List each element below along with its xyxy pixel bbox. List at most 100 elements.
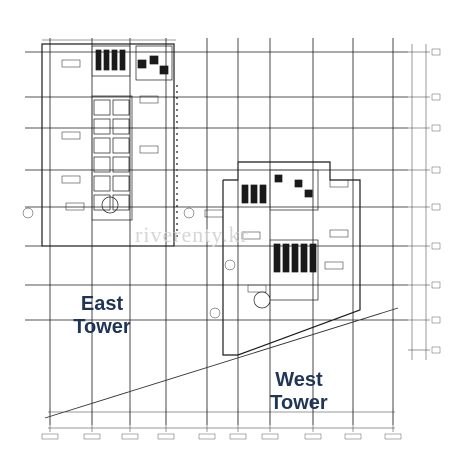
equipment-block (149, 55, 159, 65)
column-dot (176, 145, 178, 147)
east-core-room (93, 175, 111, 192)
room-tag (139, 145, 159, 154)
equipment-block (95, 49, 102, 71)
equipment-block (250, 184, 258, 204)
dimension-tag (431, 346, 441, 354)
dimension-tag (431, 242, 441, 250)
room-tag (247, 284, 267, 293)
column-dot (176, 199, 178, 201)
room-tag (61, 175, 81, 184)
equipment-block (259, 184, 267, 204)
grid-bubble (224, 259, 236, 271)
equipment-block (273, 243, 281, 273)
column-dot (176, 211, 178, 213)
dimension-tag (384, 433, 402, 440)
dimension-tag (198, 433, 216, 440)
grid-bubbles (22, 207, 236, 319)
column-dot (176, 169, 178, 171)
column-grid (25, 38, 408, 425)
west-stair-circle (253, 291, 271, 309)
equipment-block (282, 243, 290, 273)
dimension-tag (83, 433, 101, 440)
equipment-block (241, 184, 249, 204)
room-tag (204, 209, 224, 218)
column-dot (176, 133, 178, 135)
dimension-tag (157, 433, 175, 440)
equipment-block (137, 59, 147, 69)
equipment-block (304, 189, 313, 198)
west-lower-core (269, 239, 319, 301)
west-tower-label-line-2: Tower (270, 392, 328, 414)
east-top-room (91, 45, 131, 77)
column-dot (176, 181, 178, 183)
column-dot (176, 223, 178, 225)
room-tag (241, 231, 261, 240)
column-dot (176, 193, 178, 195)
column-dot (176, 115, 178, 117)
east-mech-room (135, 45, 173, 81)
equipment-block (274, 174, 283, 183)
east-stair-circle (101, 196, 119, 214)
column-dot (176, 91, 178, 93)
dimension-tag (431, 48, 441, 56)
grid-bubble (22, 207, 34, 219)
east-core-room (93, 194, 111, 211)
column-dot (176, 127, 178, 129)
column-dot (176, 151, 178, 153)
dimension-tag (431, 93, 441, 101)
equipment-block (119, 49, 126, 71)
room-tag (61, 59, 81, 68)
east-core (91, 95, 133, 221)
dimension-tag (431, 281, 441, 289)
east-core-room (112, 194, 130, 211)
east-core-room (93, 118, 111, 135)
east-tower-label-line-2: Tower (73, 316, 131, 338)
east-core-room (112, 137, 130, 154)
room-tag (329, 229, 349, 238)
dimension-tag (121, 433, 139, 440)
column-dot (176, 103, 178, 105)
column-dot (176, 187, 178, 189)
dimension-tag (229, 433, 247, 440)
column-dot (176, 163, 178, 165)
equipment-block (159, 65, 169, 75)
east-core-room (112, 175, 130, 192)
column-dot (176, 139, 178, 141)
site-boundary-line (44, 307, 399, 419)
east-tower-outline (41, 43, 175, 247)
equipment-block (103, 49, 110, 71)
column-dot (176, 157, 178, 159)
west-upper-core (269, 169, 319, 211)
room-tag (324, 261, 344, 270)
east-core-room (93, 99, 111, 116)
east-core-room (112, 118, 130, 135)
column-dot (176, 109, 178, 111)
column-dot (176, 97, 178, 99)
column-dot (176, 121, 178, 123)
column-dot (176, 217, 178, 219)
dimension-tag (431, 166, 441, 174)
west-tower-label-line-1: West (275, 369, 323, 391)
dimension-tag (261, 433, 279, 440)
grid-bubble (209, 307, 221, 319)
column-dot (176, 229, 178, 231)
column-dot (176, 85, 178, 87)
east-core-room (93, 137, 111, 154)
column-dot (176, 235, 178, 237)
room-tag (65, 202, 85, 211)
equipment-block (309, 243, 317, 273)
equipment-block (294, 179, 303, 188)
east-tower-label-line-1: East (80, 293, 124, 315)
dimension-tag (344, 433, 362, 440)
room-tag (61, 131, 81, 140)
equipment-block (291, 243, 299, 273)
east-core-room (93, 156, 111, 173)
column-dot (176, 175, 178, 177)
dimension-tag (431, 124, 441, 132)
dimension-tag (41, 433, 59, 440)
equipment-block (111, 49, 118, 71)
west-tower-plan (222, 161, 361, 356)
west-tower-label: West Tower (256, 369, 342, 415)
